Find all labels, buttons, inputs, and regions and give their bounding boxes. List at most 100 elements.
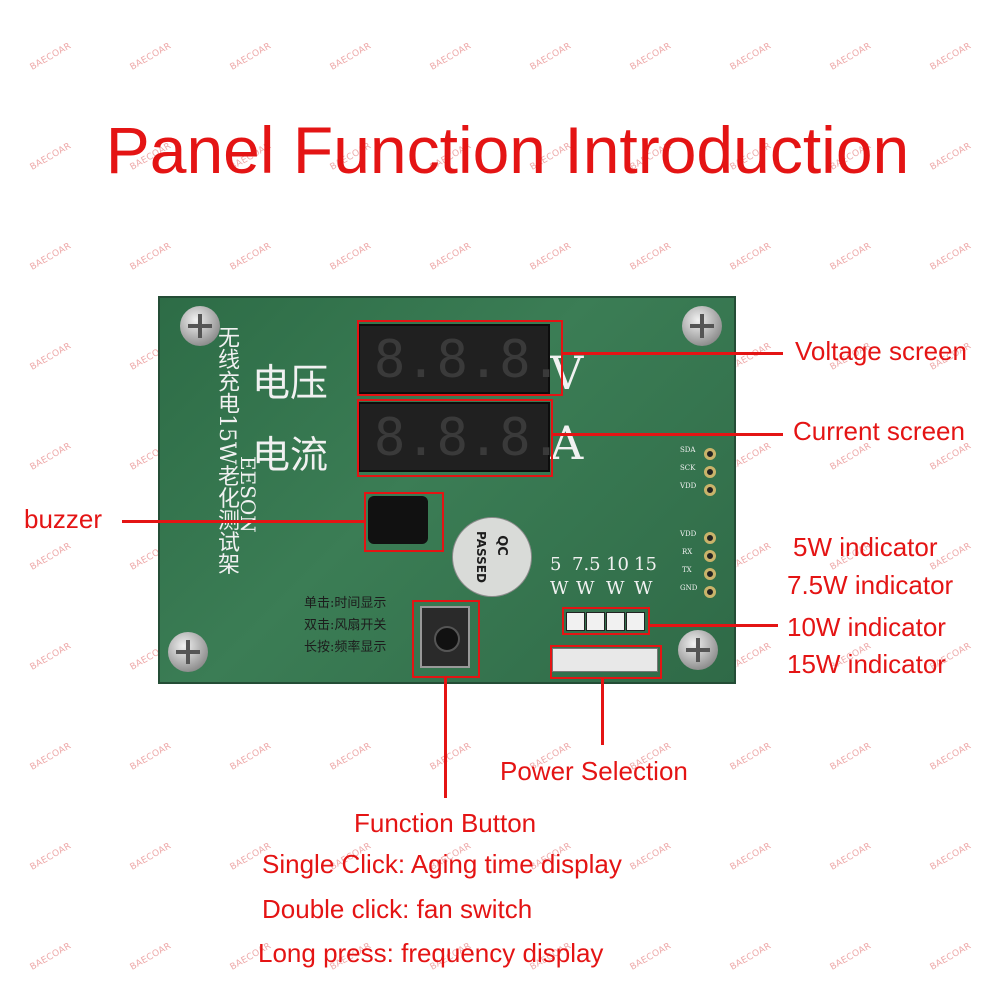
watermark-text: BAECOAR [528,41,574,73]
watermark-text: BAECOAR [328,41,374,73]
screw-icon [682,306,722,346]
power-selection-label: Power Selection [500,756,688,786]
watermark-text: BAECOAR [28,941,74,973]
watermark-text: BAECOAR [928,41,974,73]
watermark-text: BAECOAR [28,641,74,673]
current-highlight-box [357,399,553,477]
indicator-5w-label: 5W indicator [793,532,938,562]
buzzer-label: buzzer [24,504,103,534]
voltage-leader-line [563,352,783,355]
voltage-cn-label: 电压 [252,361,329,405]
buzzer-highlight-box [364,492,444,552]
voltage-unit: V [550,346,584,400]
watermark-text: BAECOAR [828,241,874,273]
indicator-10w [606,612,625,631]
pin-icon [704,586,716,598]
watermark-text: BAECOAR [728,41,774,73]
indicator-highlight-box [562,607,650,635]
indicator-7-5w-label: 7.5W indicator [787,570,954,600]
current-leader-line [553,433,783,436]
watermark-text: BAECOAR [828,841,874,873]
long-press-label: Long press: frequency display [258,938,604,968]
watermark-text: BAECOAR [228,41,274,73]
watermark-text: BAECOAR [928,241,974,273]
watermark-text: BAECOAR [128,741,174,773]
button-highlight-box [412,600,480,678]
function-button[interactable] [420,606,470,668]
watermark-text: BAECOAR [628,841,674,873]
watermark-text: BAECOAR [628,41,674,73]
board-name-text: 无线充电15W老化测试架 [214,326,239,575]
passed-text: PASSED [473,531,488,583]
indicator-5w [566,612,585,631]
pin-icon [704,532,716,544]
pcb-board: 电压 电流 V A 无线充电15W老化测试架 EESON 8.8.8. 8.8.… [158,296,736,684]
watermark-text: BAECOAR [728,941,774,973]
watermark-text: BAECOAR [428,241,474,273]
watermark-text: BAECOAR [28,441,74,473]
hint-long: 长按:频率显示 [304,640,387,655]
current-screen-label: Current screen [793,416,965,446]
watermark-text: BAECOAR [728,241,774,273]
watermark-text: BAECOAR [228,741,274,773]
hint-double: 双击:风扇开关 [304,618,387,633]
indicator-7-5w [586,612,605,631]
power-level-labels: 5 7.5 10 15 W W W W [550,554,657,599]
watermark-text: BAECOAR [128,841,174,873]
current-display: 8.8.8. [358,402,562,472]
watermark-text: BAECOAR [928,841,974,873]
watermark-text: BAECOAR [128,241,174,273]
watermark-text: BAECOAR [828,41,874,73]
watermark-text: BAECOAR [928,941,974,973]
buzzer [368,496,428,544]
voltage-screen-label: Voltage screen [795,336,968,366]
current-cn-label: 电流 [252,433,329,477]
watermark-text: BAECOAR [228,241,274,273]
brand-text: EESON [236,456,260,533]
screw-icon [168,632,208,672]
screw-icon [678,630,718,670]
power-selection-switch[interactable] [552,648,658,672]
indicator-15w [626,612,645,631]
watermark-text: BAECOAR [628,941,674,973]
watermark-text: BAECOAR [28,41,74,73]
hint-single: 单击:时间显示 [304,596,387,611]
pin-icon [704,448,716,460]
single-click-label: Single Click: Aging time display [262,849,622,879]
buzzer-leader-line [122,520,364,523]
watermark-text: BAECOAR [828,741,874,773]
watermark-text: BAECOAR [28,541,74,573]
watermark-text: BAECOAR [728,841,774,873]
indicator-10w-label: 10W indicator [787,612,946,642]
watermark-text: BAECOAR [728,741,774,773]
button-leader-line [444,678,447,798]
watermark-text: BAECOAR [28,741,74,773]
watermark-text: BAECOAR [328,241,374,273]
watermark-text: BAECOAR [428,41,474,73]
watermark-text: BAECOAR [28,241,74,273]
indicator-leader-line [650,624,778,627]
pin-icon [704,550,716,562]
indicator-15w-label: 15W indicator [787,649,946,679]
qc-sticker: QC PASSED [452,517,532,597]
watermark-text: BAECOAR [828,941,874,973]
watermark-text: BAECOAR [128,41,174,73]
watermark-text: BAECOAR [628,241,674,273]
watermark-text: BAECOAR [528,241,574,273]
power-leader-line [601,679,604,745]
voltage-highlight-box [357,320,563,396]
watermark-text: BAECOAR [28,841,74,873]
watermark-text: BAECOAR [928,741,974,773]
current-unit: A [550,416,584,470]
qc-text: QC [493,535,509,556]
page-title: Panel Function Introduction [105,113,910,187]
button-cap[interactable] [434,626,460,652]
screw-icon [180,306,220,346]
double-click-label: Double click: fan switch [262,894,533,924]
watermark-text: BAECOAR [428,741,474,773]
function-button-label: Function Button [354,808,537,838]
watermark-text: BAECOAR [328,741,374,773]
voltage-display: 8.8.8. [358,324,562,394]
watermark-text: BAECOAR [128,941,174,973]
pin-icon [704,568,716,580]
